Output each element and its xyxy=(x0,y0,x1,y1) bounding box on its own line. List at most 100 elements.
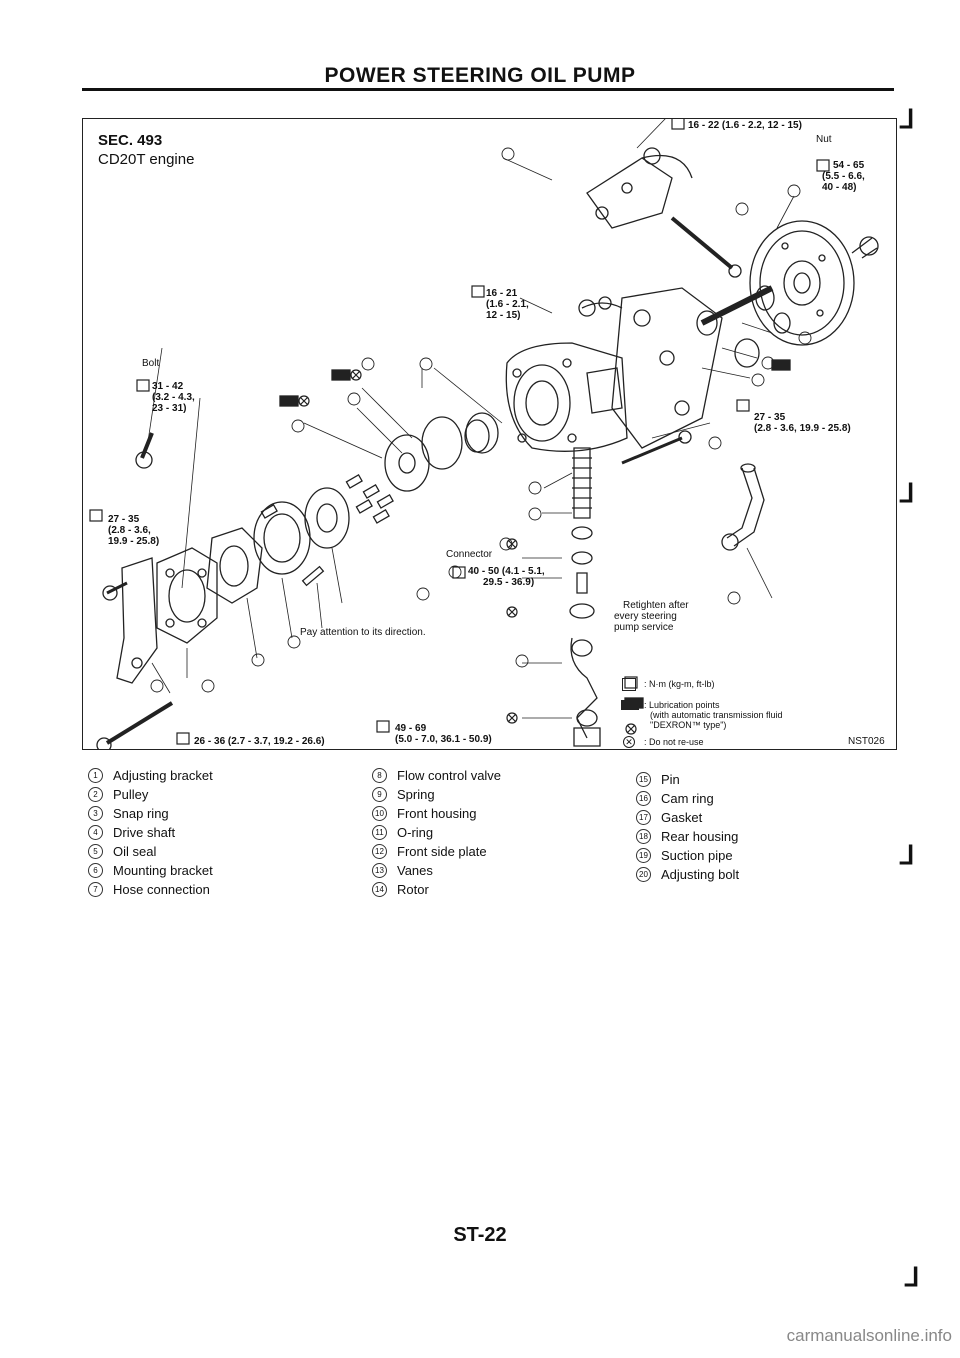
spring-drawing xyxy=(421,412,499,470)
nut-drawing xyxy=(643,147,661,165)
watermark: carmanualsonline.info xyxy=(786,1326,952,1345)
torque-label-nut-ftlb: 40 - 48) xyxy=(822,182,857,193)
title-rule xyxy=(82,88,894,91)
torque-label-bracket-bolt-kgm: (1.6 - 2.1, xyxy=(486,299,529,310)
list-item: 10 Front housing xyxy=(372,804,501,823)
front-housing-drawing xyxy=(505,342,628,452)
lube-markers xyxy=(279,359,791,709)
part-name: Pulley xyxy=(113,787,149,802)
torque-label-bolt-ftlb: 23 - 31) xyxy=(152,403,187,414)
callout-number: 15 xyxy=(636,772,651,787)
no-reuse-markers xyxy=(298,369,637,735)
part-name: O-ring xyxy=(397,825,434,840)
rear-housing-drawing xyxy=(156,547,218,644)
torque-label-connector: 40 - 50 (4.1 - 5.1, xyxy=(468,566,545,577)
torque-label-bracket-bolt: 16 - 21 xyxy=(486,288,518,299)
callout-number: 16 xyxy=(636,791,651,806)
callout-number: 12 xyxy=(372,844,387,859)
nut-label: Nut xyxy=(816,134,832,145)
page-title: POWER STEERING OIL PUMP xyxy=(324,64,636,87)
callout-number: 7 xyxy=(88,882,103,897)
part-name: Gasket xyxy=(661,810,703,825)
legend-torque: : N·m (kg-m, ft-lb) xyxy=(644,679,715,689)
callout-number: 1 xyxy=(88,768,103,783)
rotor-drawing xyxy=(304,487,350,549)
torque-label-bolt: 31 - 42 xyxy=(152,381,184,392)
part-name: Front housing xyxy=(397,806,477,821)
callout-number: 2 xyxy=(88,787,103,802)
callout-number: 9 xyxy=(372,787,387,802)
page-number: ST-22 xyxy=(453,1224,507,1246)
part-name: Spring xyxy=(397,787,435,802)
torque-label-mounting-bolt-values: (2.8 - 3.6, 19.9 - 25.8) xyxy=(754,423,851,434)
part-name: Pin xyxy=(661,772,680,787)
part-name: Cam ring xyxy=(661,791,714,806)
lower-bracket-drawing xyxy=(102,557,158,684)
margin-mark: ⅃ xyxy=(905,1262,920,1292)
callout-number: 14 xyxy=(372,882,387,897)
list-item: 15 Pin xyxy=(636,770,739,789)
retighten-note: Retighten after xyxy=(623,600,689,611)
torque-label-hose-values: (5.0 - 7.0, 36.1 - 50.9) xyxy=(395,734,492,745)
torque-icon xyxy=(622,678,636,691)
margin-mark: ⅃ xyxy=(900,478,915,508)
callout-circles xyxy=(150,147,812,693)
part-name: Oil seal xyxy=(113,844,157,859)
margin-mark: ⅃ xyxy=(900,104,915,134)
list-item: 5 Oil seal xyxy=(88,842,213,861)
callout-number: 6 xyxy=(88,863,103,878)
figure-code: NST026 xyxy=(848,736,885,747)
callout-number: 4 xyxy=(88,825,103,840)
vanes-drawing xyxy=(260,474,394,524)
exploded-view-diagram xyxy=(89,118,879,750)
legend-lube-line2: (with automatic transmission fluid xyxy=(650,710,783,720)
direction-note: Pay attention to its direction. xyxy=(300,627,426,638)
suction-pipe-drawing xyxy=(721,463,765,551)
list-item: 14 Rotor xyxy=(372,880,501,899)
drive-shaft-drawing xyxy=(696,285,791,368)
part-name: Adjusting bracket xyxy=(113,768,213,783)
list-item: 9 Spring xyxy=(372,785,501,804)
part-name: Rotor xyxy=(397,882,429,897)
torque-label-long-bolt: 26 - 36 (2.7 - 3.7, 19.2 - 26.6) xyxy=(194,736,325,747)
callout-number: 13 xyxy=(372,863,387,878)
torque-label-bolt-kgm: (3.2 - 4.3, xyxy=(152,392,195,403)
callout-number: 18 xyxy=(636,829,651,844)
engine-label: CD20T engine xyxy=(98,151,195,168)
torque-label-nut: 54 - 65 xyxy=(833,160,865,171)
mounting-bolt-drawing xyxy=(621,430,692,465)
flow-control-valve-drawing xyxy=(569,447,595,619)
torque-label-connector-ftlb: 29.5 - 36.9) xyxy=(483,577,535,588)
callout-number: 3 xyxy=(88,806,103,821)
torque-label-rear-bracket-kgm: (2.8 - 3.6, xyxy=(108,525,151,536)
callout-number: 5 xyxy=(88,844,103,859)
pin-drawing xyxy=(301,565,325,587)
torque-label-mounting-bolt: 27 - 35 xyxy=(754,412,786,423)
adjusting-bracket-drawing xyxy=(586,154,693,229)
cam-ring-drawing xyxy=(253,501,311,575)
callout-number: 8 xyxy=(372,768,387,783)
torque-label-rear-bracket-ftlb: 19.9 - 25.8) xyxy=(108,536,160,547)
torque-label-hose: 49 - 69 xyxy=(395,723,427,734)
margin-mark: ⅃ xyxy=(900,840,915,870)
callout-number: 10 xyxy=(372,806,387,821)
callout-number: 11 xyxy=(372,825,387,840)
legend-lube: : Lubrication points xyxy=(644,700,720,710)
list-item: 2 Pulley xyxy=(88,785,213,804)
retighten-note-line3: pump service xyxy=(614,622,674,633)
list-item: 11 O-ring xyxy=(372,823,501,842)
gasket-drawing xyxy=(206,527,263,604)
